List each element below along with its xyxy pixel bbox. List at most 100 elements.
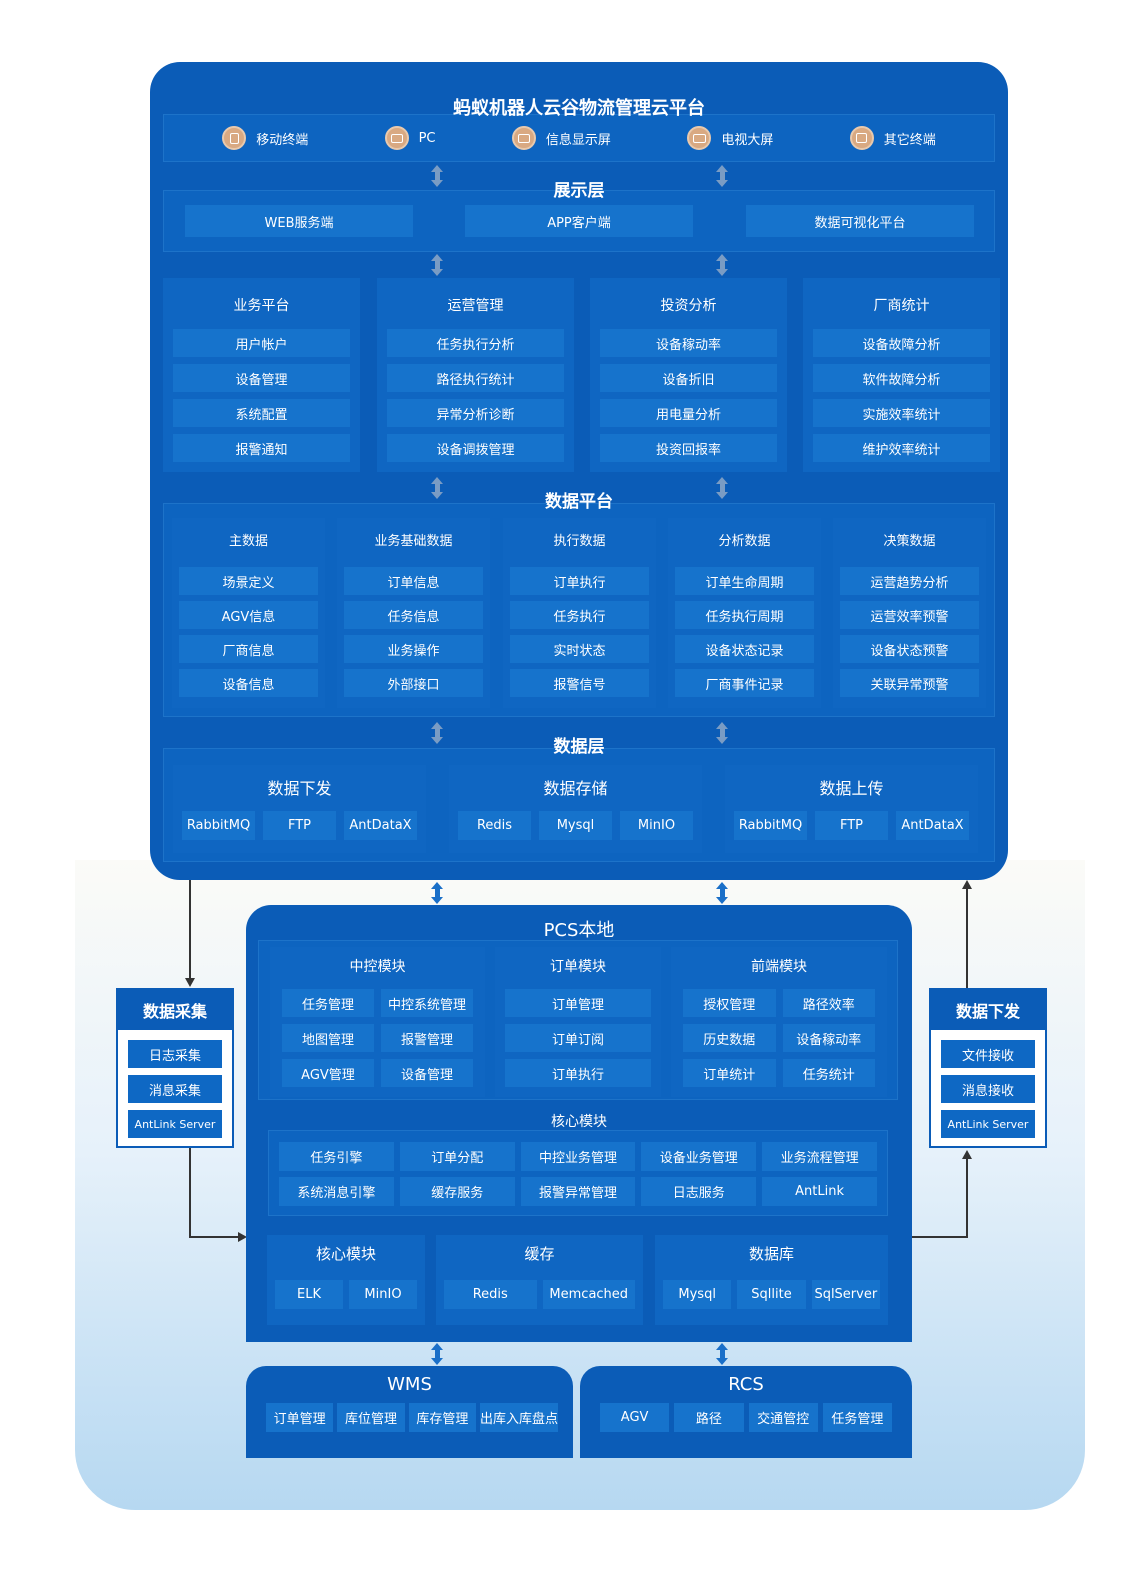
data-platform-title: 数据平台	[545, 492, 613, 512]
column-items: 设备故障分析软件故障分析实施效率统计维护效率统计	[803, 329, 1000, 462]
list-item: 日志采集	[128, 1040, 222, 1068]
data-collect-title: 数据采集	[118, 990, 232, 1030]
business-column: 投资分析设备稼动率设备折旧用电量分析投资回报率	[590, 278, 787, 472]
list-item: 设备信息	[179, 669, 318, 697]
list-item: 订单管理	[266, 1403, 334, 1432]
list-item: 授权管理	[683, 989, 776, 1017]
column-items: 订单生命周期任务执行周期设备状态记录厂商事件记录	[668, 567, 821, 697]
list-item: 系统消息引擎	[279, 1177, 394, 1206]
group-title: 数据库	[748, 1245, 794, 1263]
list-item: 消息接收	[941, 1075, 1035, 1103]
list-item: 异常分析诊断	[387, 399, 564, 427]
list-item: 设备管理	[173, 364, 350, 392]
column-items: 订单信息任务信息业务操作外部接口	[337, 567, 490, 697]
list-item: 地图管理	[282, 1024, 374, 1052]
list-item: 厂商事件记录	[675, 669, 814, 697]
tv-icon	[687, 126, 712, 150]
data-platform-column: 决策数据运营趋势分析运营效率预警设备状态预警关联异常预警	[833, 518, 986, 708]
list-item: Sqllite	[737, 1280, 806, 1309]
list-item: 路径执行统计	[387, 364, 564, 392]
list-item: 运营效率预警	[840, 601, 979, 629]
mobile-icon	[222, 126, 247, 150]
list-item: AGV管理	[282, 1059, 374, 1087]
list-item: 维护效率统计	[813, 434, 990, 462]
frontend-module: 前端模块 授权管理路径效率历史数据设备稼动率订单统计任务统计	[671, 947, 887, 1097]
list-item: RabbitMQ	[734, 811, 807, 840]
platform-title: 蚂蚁机器人云谷物流管理云平台	[453, 98, 705, 119]
double-arrow-icon	[431, 882, 443, 904]
terminal-row: 移动终端 PC 信息显示屏 电视大屏 其它终端	[163, 114, 995, 162]
list-item: 日志服务	[641, 1177, 757, 1206]
order-module-title: 订单模块	[550, 959, 606, 975]
list-item: 设备管理	[381, 1059, 473, 1087]
list-item: RabbitMQ	[182, 811, 255, 840]
connector-line	[966, 1158, 968, 1238]
list-item: 文件接收	[941, 1040, 1035, 1068]
arrow-right-icon	[238, 1232, 247, 1242]
list-item: 实施效率统计	[813, 399, 990, 427]
list-item: MinIO	[620, 811, 693, 840]
central-module-title: 中控模块	[349, 959, 406, 975]
list-item: 订单执行	[510, 567, 649, 595]
column-title: 投资分析	[660, 298, 717, 314]
list-item: 场景定义	[179, 567, 318, 595]
list-item: 缓存服务	[399, 1177, 515, 1206]
group-title: 数据存储	[543, 779, 608, 798]
list-item: 历史数据	[683, 1024, 776, 1052]
list-item: AntLink	[762, 1177, 877, 1206]
column-title: 业务基础数据	[374, 534, 453, 549]
list-item: 出库入库盘点	[479, 1403, 558, 1432]
pcs-title: PCS本地	[543, 920, 615, 941]
list-item: 报警通知	[173, 434, 350, 462]
double-arrow-icon	[716, 254, 728, 276]
data-layer-title: 数据层	[553, 737, 605, 757]
display-layer-title: 展示层	[553, 181, 605, 201]
web-server-box: WEB服务端	[185, 205, 413, 237]
connector-line	[189, 1236, 239, 1238]
column-title: 主数据	[228, 534, 268, 549]
rcs-title: RCS	[728, 1374, 764, 1395]
double-arrow-icon	[431, 165, 443, 187]
terminal-label: PC	[418, 130, 436, 146]
list-item: 任务信息	[344, 601, 483, 629]
order-module-items: 订单管理订单订阅订单执行	[495, 989, 661, 1087]
list-item: 订单执行	[505, 1059, 651, 1087]
data-platform-column: 分析数据订单生命周期任务执行周期设备状态记录厂商事件记录	[668, 518, 821, 708]
column-items: 运营趋势分析运营效率预警设备状态预警关联异常预警	[833, 567, 986, 697]
list-item: 订单分配	[399, 1142, 515, 1171]
terminal-other: 其它终端	[849, 126, 936, 150]
column-title: 运营管理	[447, 298, 504, 314]
terminal-label: 电视大屏	[721, 132, 774, 148]
list-item: 设备稼动率	[782, 1024, 875, 1052]
terminal-info-display: 信息显示屏	[511, 126, 611, 150]
connector-line	[912, 1236, 968, 1238]
pc-icon	[384, 126, 409, 150]
list-item: FTP	[263, 811, 336, 840]
group-title: 缓存	[524, 1245, 555, 1263]
double-arrow-icon	[716, 882, 728, 904]
list-item: 设备状态预警	[840, 635, 979, 663]
terminal-label: 其它终端	[883, 132, 936, 148]
arrow-up-icon	[962, 880, 972, 889]
wms-items: 订单管理库位管理库存管理出库入库盘点	[246, 1403, 573, 1432]
list-item: 交通管控	[748, 1403, 818, 1432]
list-item: 报警信号	[510, 669, 649, 697]
list-item: 设备折旧	[600, 364, 777, 392]
column-title: 决策数据	[883, 534, 936, 549]
double-arrow-icon	[431, 722, 443, 744]
display-icon	[511, 126, 536, 150]
double-arrow-icon	[431, 477, 443, 499]
column-items: 用户帐户设备管理系统配置报警通知	[163, 329, 360, 462]
double-arrow-icon	[716, 477, 728, 499]
list-item: 订单生命周期	[675, 567, 814, 595]
list-item: 用户帐户	[173, 329, 350, 357]
column-items: 任务执行分析路径执行统计异常分析诊断设备调拨管理	[377, 329, 574, 462]
